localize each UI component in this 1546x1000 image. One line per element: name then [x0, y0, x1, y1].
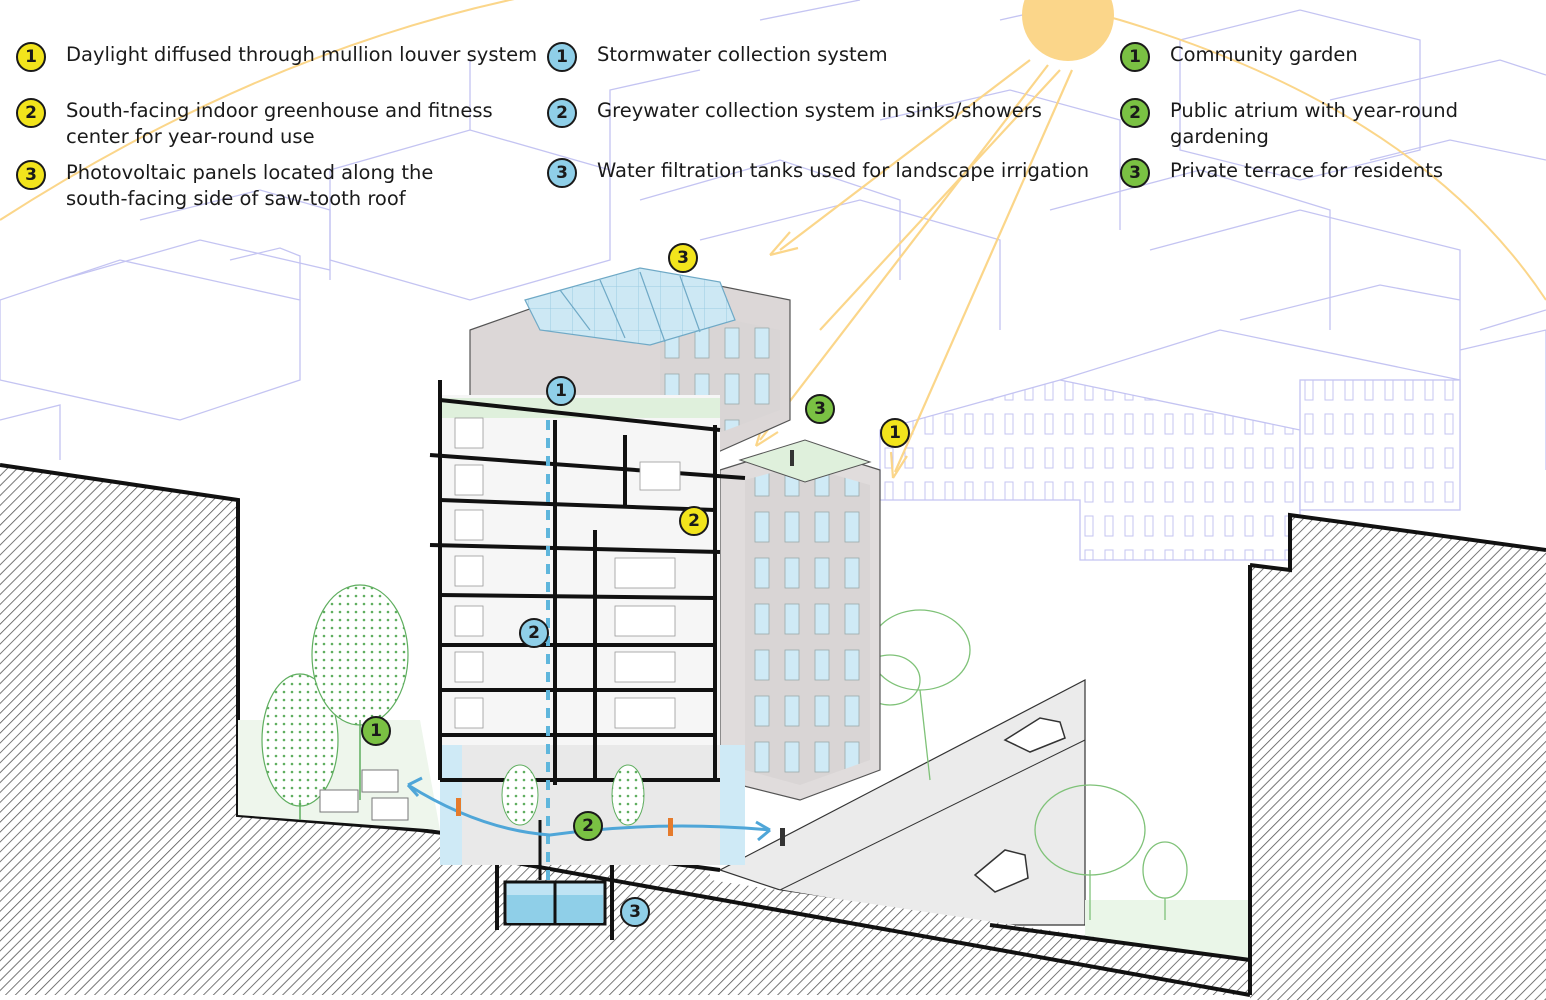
garden-trees-left — [261, 584, 409, 821]
photovoltaic-panels — [524, 267, 736, 346]
atrium-airflow-arrows — [406, 776, 771, 842]
building-section-cut — [429, 380, 746, 880]
marker-green-2: 2 — [573, 811, 603, 841]
background-building-facade — [879, 379, 1301, 561]
left-section-wall — [0, 465, 1250, 995]
marker-green-3: 3 — [805, 394, 835, 424]
private-terrace — [738, 439, 872, 483]
cars — [973, 717, 1066, 893]
atrium-trees — [501, 764, 645, 826]
marker-energy-2: 2 — [679, 506, 709, 536]
sun — [1022, 0, 1114, 61]
people — [456, 450, 794, 846]
right-section-wall — [1250, 515, 1546, 1000]
marker-water-1: 1 — [546, 376, 576, 406]
sun-rays — [754, 59, 1074, 479]
sun-path-arc — [0, 0, 1546, 301]
street-trees — [859, 609, 1188, 920]
water-filtration-tanks — [495, 853, 614, 940]
marker-water-2: 2 — [519, 618, 549, 648]
marker-water-3: 3 — [620, 897, 650, 927]
marker-green-1: 1 — [361, 716, 391, 746]
marker-energy-3: 3 — [668, 243, 698, 273]
marker-energy-1: 1 — [880, 418, 910, 448]
